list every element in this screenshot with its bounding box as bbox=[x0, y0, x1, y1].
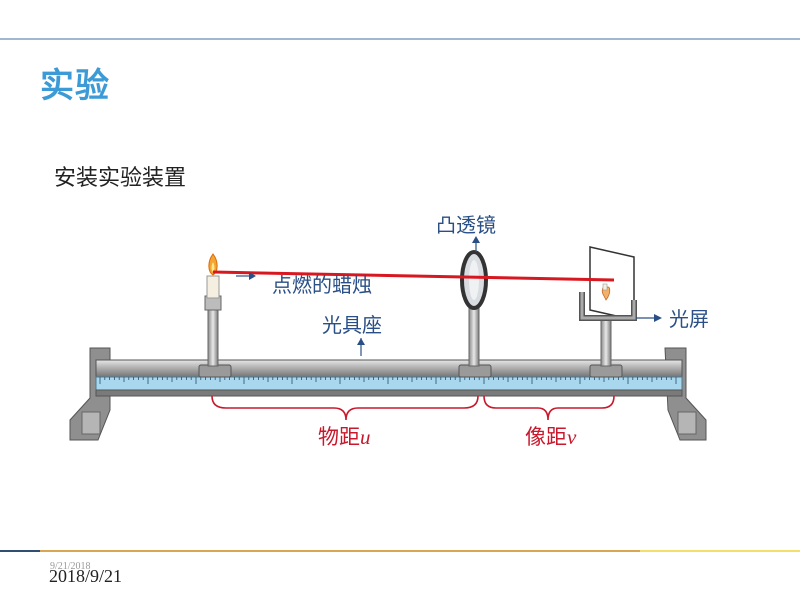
image-distance-brace bbox=[483, 395, 615, 421]
bench-label: 光具座 bbox=[322, 313, 382, 337]
candle-label-group: 点燃的蜡烛 bbox=[236, 272, 372, 297]
date-overlay: 9/21/2018 bbox=[50, 561, 91, 572]
light-screen bbox=[589, 246, 635, 321]
screen-assembly bbox=[579, 246, 637, 378]
lens-label: 凸透镜 bbox=[436, 213, 496, 237]
object-distance-brace bbox=[211, 395, 479, 421]
object-distance-label: 物距u bbox=[318, 425, 371, 449]
optical-bench-rail bbox=[95, 359, 683, 397]
page-subtitle: 安装实验装置 bbox=[54, 166, 187, 191]
screen-label-group: 光屏 bbox=[636, 307, 709, 331]
bench-label-group: 光具座 bbox=[322, 313, 382, 356]
slide-date: 2018/9/21 bbox=[49, 566, 123, 586]
svg-text:像距v: 像距v bbox=[525, 425, 577, 449]
lens-assembly bbox=[458, 250, 492, 378]
svg-text:物距u: 物距u bbox=[318, 425, 371, 449]
candle bbox=[206, 275, 220, 299]
candle-assembly bbox=[198, 253, 232, 378]
screen-label: 光屏 bbox=[669, 307, 709, 331]
principal-axis-line bbox=[212, 270, 615, 282]
image-distance-label: 像距v bbox=[525, 425, 577, 449]
lens-label-group: 凸透镜 bbox=[436, 213, 496, 252]
candle-label: 点燃的蜡烛 bbox=[272, 273, 372, 297]
page-title: 实验 bbox=[40, 66, 110, 106]
header-divider bbox=[0, 38, 800, 40]
footer-divider bbox=[0, 550, 800, 552]
